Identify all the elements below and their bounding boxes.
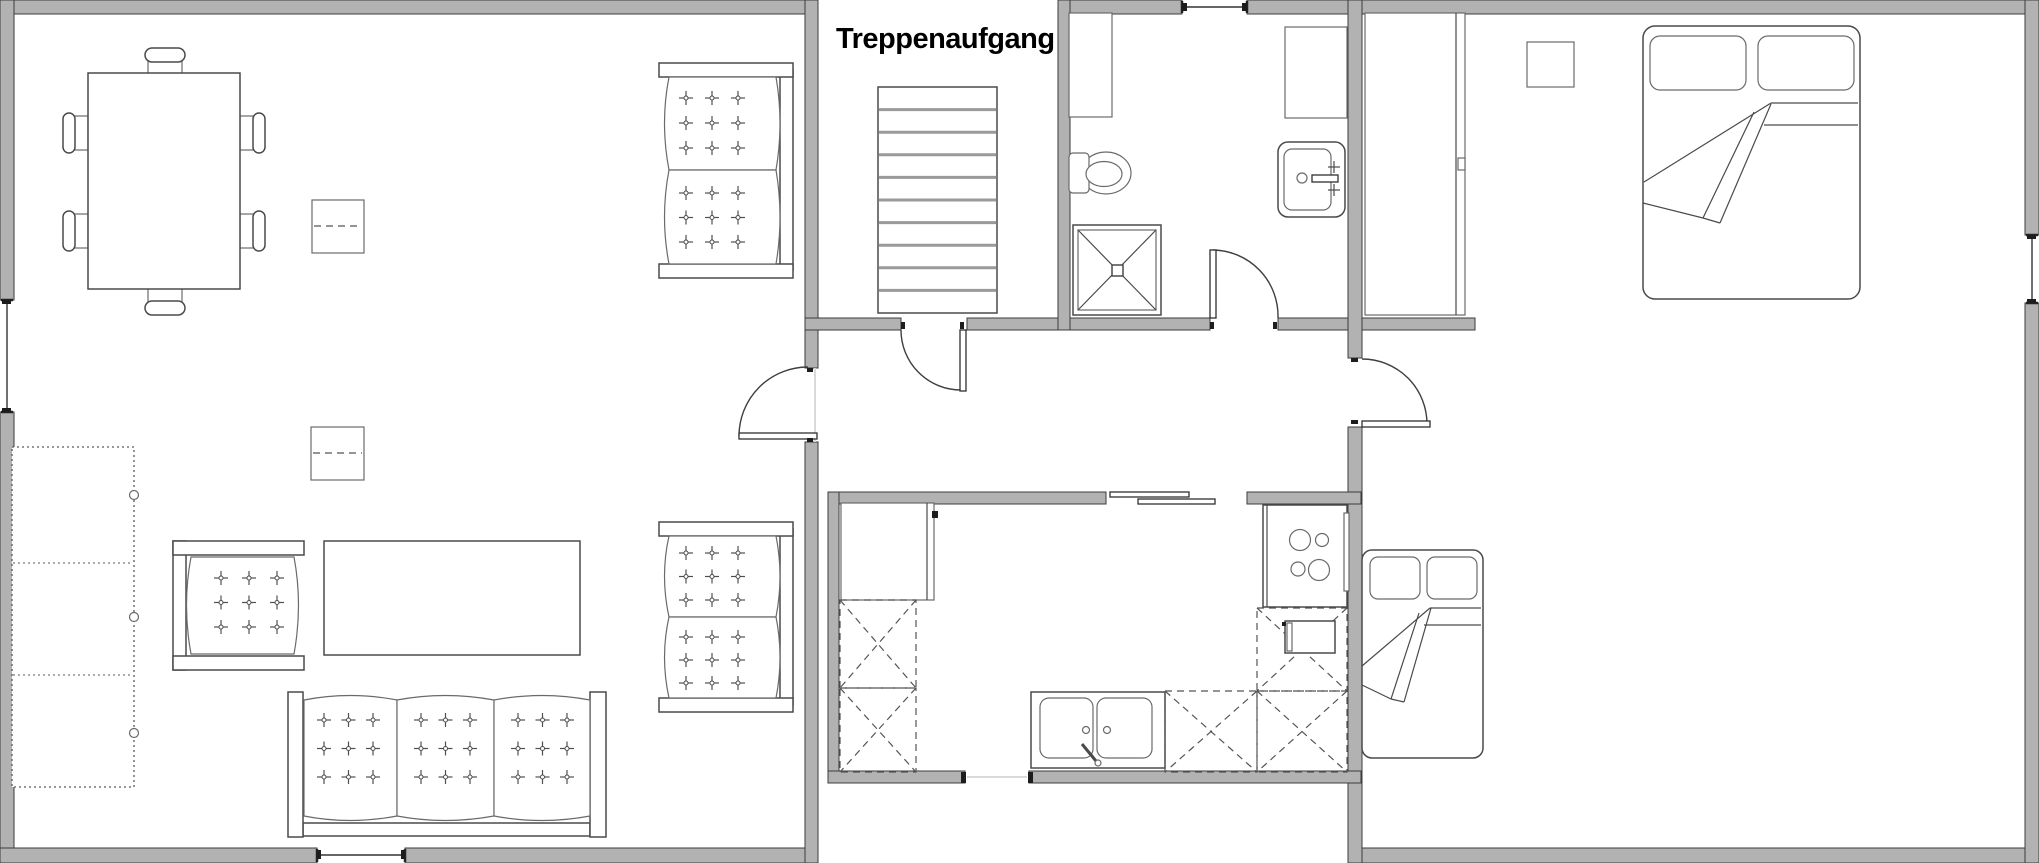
closet-handle bbox=[1457, 157, 1466, 171]
door-opening-kitchen bbox=[961, 772, 1033, 783]
wall-corridor-c bbox=[1277, 317, 1476, 331]
sink-drain bbox=[1081, 725, 1091, 735]
bath-cabinet-right bbox=[1284, 26, 1348, 119]
wall-kitchen-left bbox=[827, 491, 840, 784]
stove bbox=[1262, 504, 1350, 608]
window-left bbox=[1, 298, 13, 414]
bath-cabinet-left bbox=[1068, 12, 1113, 118]
wall-bottom-left-b bbox=[404, 847, 819, 863]
wall-kitchen-bottom-a bbox=[827, 770, 966, 784]
room-kitchen bbox=[839, 502, 1350, 773]
room-bedroom bbox=[1361, 12, 1861, 759]
kitchen-counter-left bbox=[839, 599, 917, 773]
wardrobe-handle bbox=[128, 727, 140, 739]
burner-large bbox=[1288, 528, 1312, 552]
loveseat-middle bbox=[658, 521, 794, 713]
door-living-room bbox=[738, 366, 818, 442]
sofa-3-seat bbox=[287, 691, 607, 838]
basin-drain bbox=[1296, 172, 1308, 184]
window-bottom bbox=[315, 849, 407, 862]
room-living-dining bbox=[11, 47, 794, 838]
sink-drain bbox=[1102, 725, 1112, 735]
window-right-bedroom bbox=[2026, 233, 2038, 305]
pillow bbox=[1426, 556, 1478, 600]
loveseat-top bbox=[658, 62, 794, 279]
kitchen-counter-bottom bbox=[1164, 690, 1348, 773]
dining-chair-back bbox=[252, 210, 266, 252]
blanket-fold bbox=[1642, 102, 1858, 224]
wall-living-lower bbox=[804, 441, 819, 863]
shower bbox=[1072, 224, 1162, 316]
faucet-handles bbox=[1328, 161, 1340, 196]
dining-chair-back bbox=[144, 300, 186, 316]
wardrobe-handle bbox=[128, 489, 140, 501]
side-table-2 bbox=[310, 426, 365, 481]
basin-faucet bbox=[1311, 174, 1339, 183]
wall-stair-bath bbox=[1057, 0, 1071, 331]
wall-bath-bedroom bbox=[1347, 0, 1363, 359]
window-top-bathroom bbox=[1180, 1, 1249, 13]
pillow bbox=[1649, 35, 1747, 91]
double-bed bbox=[1642, 25, 1861, 300]
dining-chair-back bbox=[62, 210, 76, 252]
wall-living-stair-upper bbox=[804, 0, 819, 369]
shower-drain bbox=[1111, 264, 1124, 277]
washbasin bbox=[1277, 141, 1346, 218]
microwave-handle bbox=[1286, 622, 1293, 652]
kitchen-tall-cabinet bbox=[840, 502, 938, 601]
burner-small bbox=[1314, 532, 1330, 548]
blanket-fold bbox=[1361, 607, 1481, 703]
wall-right-upper bbox=[2024, 0, 2039, 236]
room-stair-hall bbox=[877, 86, 998, 314]
room-bathroom bbox=[1068, 12, 1348, 316]
dining-chair-back bbox=[252, 112, 266, 154]
doors bbox=[738, 249, 1431, 783]
microwave bbox=[1282, 620, 1336, 654]
armchair bbox=[172, 540, 305, 671]
wall-corridor-a bbox=[804, 317, 902, 331]
side-table-1 bbox=[311, 199, 365, 254]
wall-corridor-b bbox=[966, 317, 1211, 331]
stair-label: Treppenaufgang bbox=[836, 23, 1055, 55]
wall-kitchen-bottom-b bbox=[1028, 770, 1362, 784]
wall-kitchen-top-b bbox=[1246, 491, 1362, 505]
door-stair-hall bbox=[900, 322, 967, 392]
door-bedroom bbox=[1351, 358, 1431, 428]
wall-top-right bbox=[1246, 0, 2039, 15]
wardrobe bbox=[11, 446, 140, 788]
nightstand bbox=[1526, 41, 1575, 88]
wall-kitchen-top-a bbox=[827, 491, 1107, 505]
pillow bbox=[1757, 35, 1855, 91]
coffee-table bbox=[323, 540, 581, 656]
wall-left-upper bbox=[0, 0, 15, 301]
pillow bbox=[1369, 556, 1421, 600]
sliding-door-kitchen bbox=[1109, 491, 1216, 505]
dining-chair-back bbox=[144, 47, 186, 63]
wardrobe-handle bbox=[128, 611, 140, 623]
dining-chair-back bbox=[62, 112, 76, 154]
wall-bottom-right bbox=[1347, 847, 2039, 863]
burner-small bbox=[1290, 561, 1306, 577]
door-bathroom bbox=[1209, 249, 1279, 329]
wall-bottom-left-a bbox=[0, 847, 318, 863]
kitchen-sink-double bbox=[1030, 691, 1166, 769]
single-bed bbox=[1361, 549, 1484, 759]
staircase bbox=[877, 86, 998, 314]
dining-table bbox=[87, 72, 241, 290]
toilet bbox=[1068, 151, 1132, 195]
dining-table-group bbox=[62, 47, 266, 316]
sink-faucet bbox=[1080, 743, 1098, 762]
burner-large bbox=[1307, 558, 1331, 582]
built-in-closet bbox=[1364, 12, 1466, 316]
wall-top-mid bbox=[1057, 0, 1183, 15]
wall-top-left bbox=[0, 0, 819, 15]
wall-right-lower bbox=[2024, 302, 2039, 863]
